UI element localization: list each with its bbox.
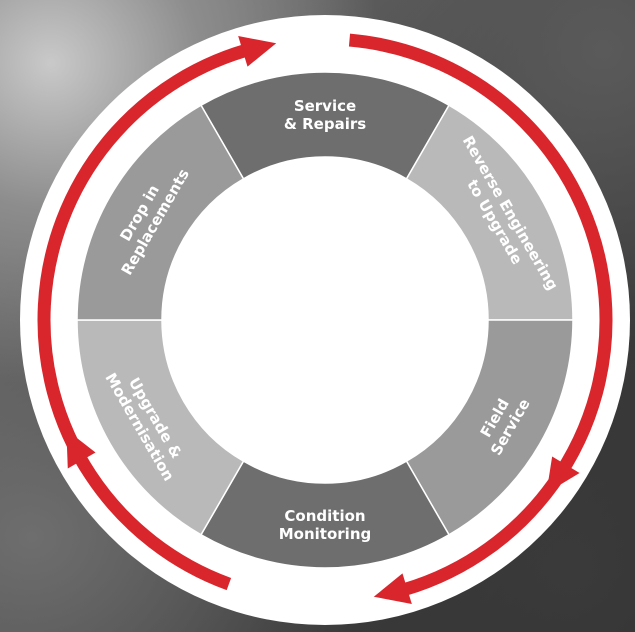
center-hub — [164, 159, 486, 481]
cycle-segment: Drop inReplacements — [76, 104, 245, 321]
cycle-arrows — [37, 33, 613, 605]
segment-label-line: & Repairs — [284, 115, 366, 133]
arrowhead-1 — [373, 573, 412, 605]
segment-label: Service& Repairs — [284, 97, 366, 133]
segment-shape — [76, 104, 245, 321]
arrowhead-2 — [238, 35, 277, 67]
segment-label-line: Condition — [284, 507, 365, 525]
cycle-segment: FieldService — [405, 319, 574, 536]
arrowhead-4 — [66, 429, 96, 469]
segment-label-line: Monitoring — [279, 525, 371, 543]
arrowhead-3 — [546, 456, 580, 494]
arrow-arc-left — [37, 41, 259, 591]
arrow-arc-right — [348, 33, 613, 599]
segment-label-line: Service — [294, 97, 356, 115]
